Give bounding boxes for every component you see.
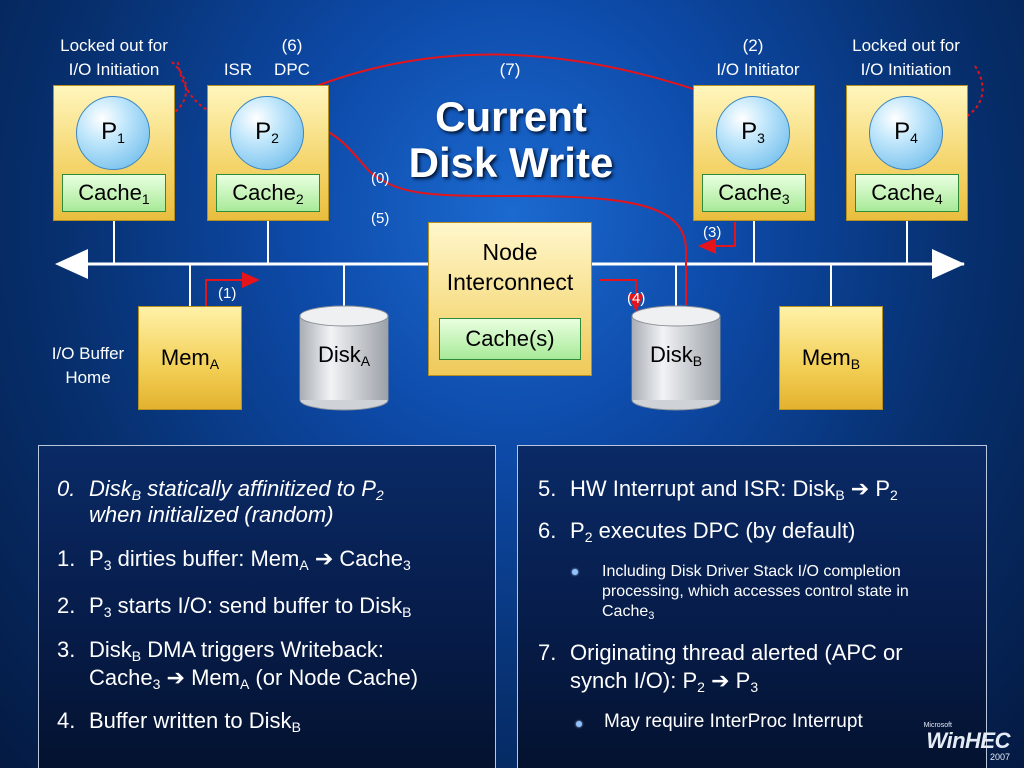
initiator-label: I/O Initiator — [716, 60, 800, 79]
memory-b: MemB — [779, 306, 883, 410]
processor-p3: P3 Cache3 — [693, 85, 815, 221]
cache-3: Cache3 — [702, 174, 806, 212]
disk-b-cylinder — [631, 305, 721, 411]
step3-label: (3) — [703, 224, 722, 241]
step7-label: (7) — [499, 60, 521, 79]
step4-label: (4) — [627, 290, 646, 307]
steps-panel-right: 5. HW Interrupt and ISR: DiskB ➔ P2 6. P… — [517, 445, 987, 768]
steps-panel-left: 0. DiskB statically affinitized to P2 wh… — [38, 445, 496, 768]
bullet-icon — [576, 721, 582, 727]
cpu-core-p1: P1 — [76, 96, 150, 170]
cpu-core-p3: P3 — [716, 96, 790, 170]
isr-label: ISR — [223, 60, 253, 79]
cache-4: Cache4 — [855, 174, 959, 212]
arrow-step7 — [291, 53, 728, 103]
step5-label: (5) — [371, 210, 390, 227]
step1-label: (1) — [218, 285, 237, 302]
memory-a: MemA — [138, 306, 242, 410]
cpu-core-p2: P2 — [230, 96, 304, 170]
disk-a-cylinder — [299, 305, 389, 411]
disk-a-label: DiskA — [317, 342, 371, 369]
bullet-icon — [572, 569, 578, 575]
processor-p4: P4 Cache4 — [846, 85, 968, 221]
winhec-logo: Microsoft WinHEC 2007 — [923, 722, 1011, 762]
node-cache: Cache(s) — [439, 318, 581, 360]
arrow-step1 — [205, 272, 260, 306]
lockout-arrow-p4 — [942, 65, 984, 130]
dpc-label: DPC — [274, 60, 310, 79]
step-7-detail: May require InterProc Interrupt — [604, 711, 863, 732]
step6-label: (6) — [281, 36, 303, 55]
disk-b-label: DiskB — [649, 342, 703, 369]
arrow-step4 — [600, 279, 644, 312]
step0-label: (0) — [371, 170, 390, 187]
cpu-core-p4: P4 — [869, 96, 943, 170]
processor-p1: P1 Cache1 — [53, 85, 175, 221]
arrow-step3 — [698, 222, 736, 254]
step-6-detail: Including Disk Driver Stack I/O completi… — [602, 563, 909, 622]
processor-p2: P2 Cache2 — [207, 85, 329, 221]
arrow-step0-5 — [306, 119, 687, 305]
cache-1: Cache1 — [62, 174, 166, 212]
cache-2: Cache2 — [216, 174, 320, 212]
step2-label: (2) — [742, 36, 764, 55]
